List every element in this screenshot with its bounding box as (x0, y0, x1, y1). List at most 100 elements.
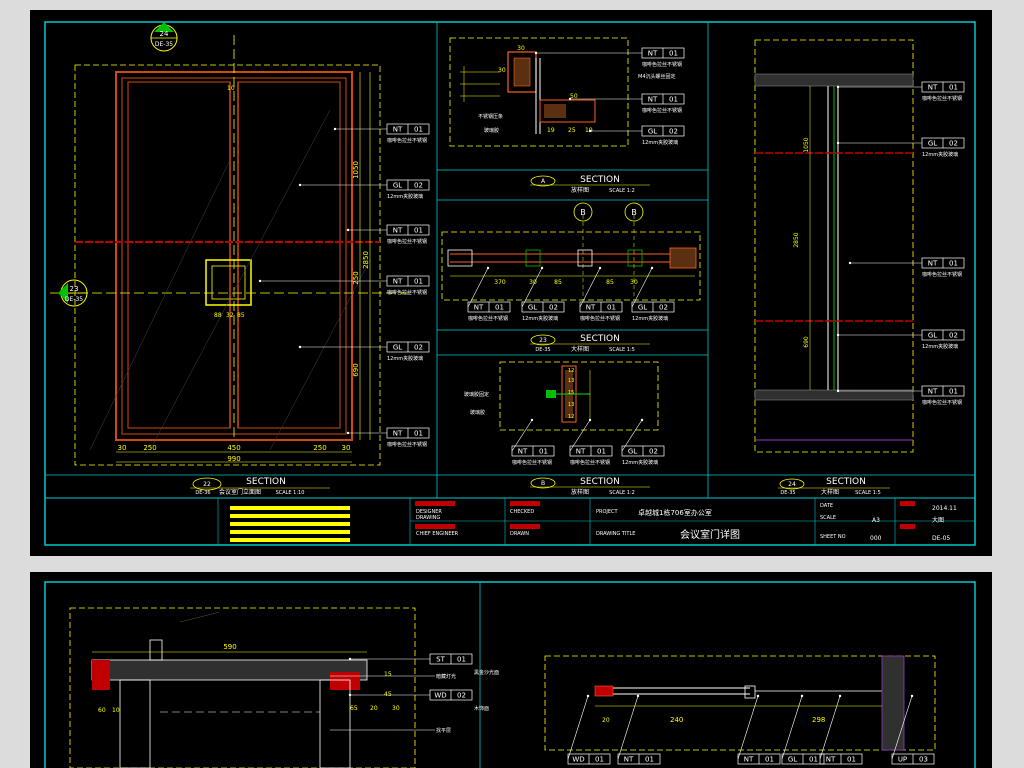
material-code: GL (638, 304, 647, 312)
section-title-detail-b-small: B SECTION 放样图 SCALE 1:2 (530, 477, 650, 496)
section-ref: DE-35 (535, 347, 550, 353)
note-text: 玻璃胶 (470, 409, 485, 416)
dim-text: 1050 (803, 137, 810, 152)
dim-text: 30 (630, 279, 638, 286)
material-num: 01 (414, 278, 423, 286)
title-scale: 大图 (932, 516, 944, 524)
project-name: 卓越城1栋706室办公室 (638, 508, 712, 517)
dim-text: 85 (554, 279, 562, 286)
material-code: NT (576, 448, 586, 456)
section-title-detail-b-horizontal: 23 DE-35 SECTION 大样图 SCALE 1:5 (530, 334, 650, 353)
material-num: 02 (649, 448, 658, 456)
material-code: NT (648, 96, 658, 104)
dim-text: 19 (547, 127, 555, 134)
dim-text: 85 (606, 279, 614, 286)
section-right-drawing (754, 39, 914, 453)
material-num: 01 (949, 260, 958, 268)
material-note: 12mm夹胶玻璃 (642, 139, 678, 146)
material-note: 12mm夹胶玻璃 (387, 193, 423, 200)
material-num: 02 (457, 692, 466, 700)
dim-text: 2850 (362, 251, 370, 269)
material-tag: GL 02 12mm夹胶玻璃 (298, 179, 430, 200)
title-size: A3 (872, 517, 880, 524)
material-tag: NT 01 咖啡色拉丝不锈钢 (467, 266, 511, 322)
material-note: 12mm夹胶玻璃 (922, 151, 958, 158)
handle-dims: 88 32 85 (214, 312, 245, 319)
section-title: SECTION (246, 477, 286, 487)
dim-text: 690 (352, 363, 360, 376)
material-num: 01 (414, 126, 423, 134)
elevation-dims-right: 1050 2850 250 690 (352, 72, 371, 440)
material-note: 咖啡色拉丝不锈钢 (468, 315, 508, 322)
material-code: NT (393, 126, 403, 134)
section-right-dims: 1050 2850 690 (793, 137, 810, 348)
title-block (217, 498, 975, 545)
field-label: DATE (820, 503, 833, 509)
dim-text: 32 (226, 312, 234, 319)
material-tag: NT 01 (617, 694, 661, 765)
dim-text: 30 (342, 444, 351, 452)
project-label: PROJECT (596, 509, 619, 515)
material-code: GL (393, 182, 402, 190)
note-text: 玻璃胶固定 (464, 391, 489, 398)
material-note: 找平层 (436, 727, 451, 734)
section-scale: SCALE 1:10 (276, 490, 305, 496)
material-code: GL (393, 344, 402, 352)
material-note: 12mm夹胶玻璃 (632, 315, 668, 322)
material-code: NT (474, 304, 484, 312)
callout-top-num: 24 (160, 30, 169, 38)
material-num: 01 (645, 756, 654, 764)
material-code: NT (928, 260, 938, 268)
material-note: 12mm夹胶玻璃 (922, 343, 958, 350)
section-title: SECTION (826, 477, 866, 487)
material-note: 咖啡色拉丝不锈钢 (387, 441, 427, 448)
material-tag: NT 01 咖啡色拉丝不锈钢 (333, 123, 430, 144)
material-num: 01 (949, 84, 958, 92)
material-code: GL (528, 304, 537, 312)
material-note: 咖啡色拉丝不锈钢 (922, 399, 962, 406)
section-num: A (541, 178, 546, 185)
detail-b-callouts: B B (573, 202, 644, 222)
detail-b-small-notes: 玻璃胶固定 玻璃胶 (464, 391, 489, 416)
section-num: B (541, 480, 545, 487)
field-label: SCALE (820, 515, 836, 521)
material-note: 咖啡色拉丝不锈钢 (387, 137, 427, 144)
field-label: DESIGNER (416, 509, 442, 515)
drawing-title: 会议室门详图 (680, 528, 740, 541)
material-code: GL (628, 448, 637, 456)
material-num: 02 (669, 128, 678, 136)
dim-text: 85 (237, 312, 245, 319)
material-code: NT (624, 756, 634, 764)
material-num: 01 (495, 304, 504, 312)
material-note: 咖啡色拉丝不锈钢 (922, 95, 962, 102)
door-elevation (50, 35, 410, 466)
callout-top-ref: DE-35 (155, 41, 173, 48)
material-code: NT (648, 50, 658, 58)
material-num: 02 (414, 182, 423, 190)
detail-b-horizontal (441, 215, 701, 301)
dim-text: 10 (112, 707, 120, 714)
material-num: 01 (847, 756, 856, 764)
section-subtitle: 大样图 (821, 488, 839, 496)
section-title: SECTION (580, 477, 620, 487)
section-title-elevation: 22 DE-36 SECTION 会议室门立面图 SCALE 1:10 (190, 477, 330, 496)
dim-top: 10 (227, 85, 235, 92)
material-code: ST (436, 656, 445, 664)
material-note: 咖啡色拉丝不锈钢 (922, 271, 962, 278)
dim-text: 13 (568, 402, 574, 408)
section-ref: DE-36 (195, 490, 210, 496)
material-code: NT (586, 304, 596, 312)
dim-text: 298 (812, 716, 825, 724)
detail-b-small-dims: 12 13 15 13 12 (568, 368, 574, 420)
